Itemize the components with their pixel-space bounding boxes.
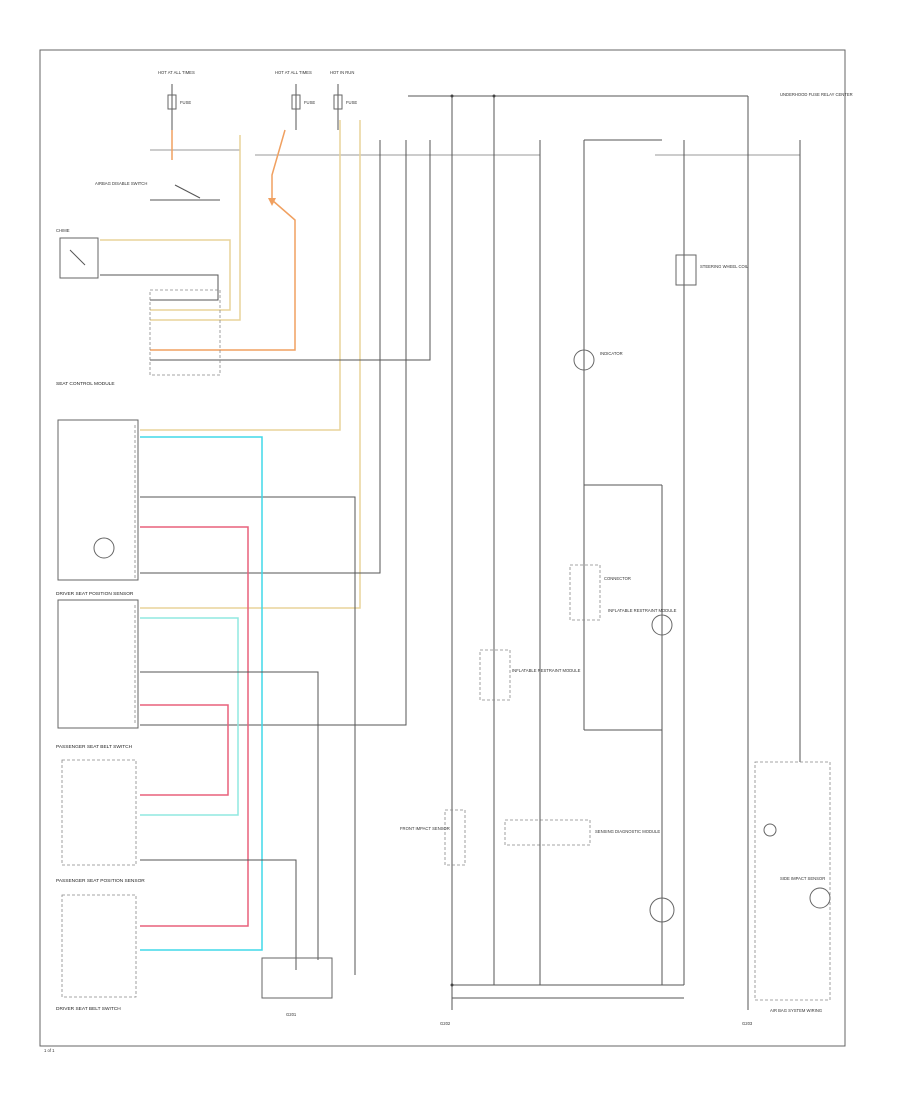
top-bus (408, 94, 749, 140)
tan-wire-2 (150, 135, 241, 321)
front-sensor: FRONT IMPACT SENSOR (400, 809, 466, 866)
tan-wire-4 (140, 120, 361, 609)
svg-text:FUSE: FUSE (346, 100, 357, 105)
hot-label-3: HOT IN RUN (330, 70, 354, 75)
fuse-3: FUSE (333, 84, 357, 130)
connector-block: CONNECTOR (569, 564, 631, 621)
corner-label: 1 of 1 (44, 1048, 55, 1053)
driver-seat-sensor: DRIVER SEAT POSITION SENSOR (56, 591, 139, 729)
svg-text:PASSENGER SEAT POSITION SENSOR: PASSENGER SEAT POSITION SENSOR (56, 878, 145, 884)
svg-text:G203: G203 (742, 1021, 753, 1026)
fuse-block-label: UNDERHOOD FUSE RELAY CENTER (780, 92, 853, 97)
svg-text:AIR BAG SYSTEM WIRING: AIR BAG SYSTEM WIRING (770, 1008, 822, 1013)
gray-wire-7 (140, 859, 297, 970)
gray-wire-6 (140, 671, 319, 960)
svg-text:INDICATOR: INDICATOR (600, 351, 623, 356)
svg-text:SENSING DIAGNOSTIC MODULE: SENSING DIAGNOSTIC MODULE (595, 829, 660, 834)
side-sensor: SIDE IMPACT SENSOR (747, 660, 831, 1001)
svg-text:CHIME: CHIME (56, 228, 70, 233)
sensing-module-box (649, 897, 675, 923)
svg-text:CONNECTOR: CONNECTOR (604, 576, 631, 581)
gray-wire-4 (150, 140, 431, 361)
passenger-belt-switch: PASSENGER SEAT BELT SWITCH (56, 744, 137, 866)
orange-wire-main (150, 199, 296, 351)
inflator-2: INFLATABLE RESTRAINT MODULE (608, 608, 677, 636)
svg-text:SIDE IMPACT SENSOR: SIDE IMPACT SENSOR (780, 876, 825, 881)
fuse-2: FUSE (291, 84, 315, 130)
svg-text:INFLATABLE RESTRAINT MODULE: INFLATABLE RESTRAINT MODULE (512, 668, 581, 673)
svg-text:INFLATABLE RESTRAINT MODULE: INFLATABLE RESTRAINT MODULE (608, 608, 677, 613)
indicator-lamp: INDICATOR (573, 349, 623, 371)
hot-label-1: HOT AT ALL TIMES (158, 70, 195, 75)
svg-text:PASSENGER SEAT BELT SWITCH: PASSENGER SEAT BELT SWITCH (56, 744, 133, 750)
cyan-wire-1 (140, 436, 263, 951)
fuse-arrow (268, 198, 276, 206)
svg-text:AIRBAG DISABLE SWITCH: AIRBAG DISABLE SWITCH (95, 181, 147, 186)
airbag-switch: AIRBAG DISABLE SWITCH (95, 181, 220, 201)
gray-wire-chime (100, 274, 219, 301)
gray-wire-2 (140, 140, 381, 574)
cyan-wire-2 (140, 617, 239, 816)
svg-text:G201: G201 (286, 1012, 297, 1017)
svg-text:DRIVER SEAT BELT SWITCH: DRIVER SEAT BELT SWITCH (56, 1006, 121, 1012)
hot-label-2: HOT AT ALL TIMES (275, 70, 312, 75)
bottom-bus: G202 G203 AIR BAG SYSTEM WIRING (440, 983, 822, 1026)
pink-wire-2 (140, 704, 229, 796)
gray-wire-5 (140, 496, 356, 975)
svg-text:SEAT CONTROL MODULE: SEAT CONTROL MODULE (56, 381, 115, 387)
svg-text:FUSE: FUSE (304, 100, 315, 105)
top-connector-row (150, 149, 800, 156)
svg-text:STEERING WHEEL COIL: STEERING WHEEL COIL (700, 264, 749, 269)
seat-control-module: SEAT CONTROL MODULE (56, 381, 139, 581)
tan-wire-1 (100, 239, 231, 311)
gray-wire-3 (140, 140, 407, 726)
connector-pins-1 (149, 289, 221, 376)
ground-1: G201 (261, 957, 333, 1017)
inflator-1: INFLATABLE RESTRAINT MODULE (479, 649, 581, 701)
passenger-seat-sensor: PASSENGER SEAT POSITION SENSOR DRIVER SE… (56, 878, 145, 1012)
svg-text:G202: G202 (440, 1021, 451, 1026)
steering-coil: STEERING WHEEL COIL (675, 254, 749, 286)
svg-text:DRIVER SEAT POSITION SENSOR: DRIVER SEAT POSITION SENSOR (56, 591, 134, 597)
tan-wire-3 (140, 120, 341, 431)
sensing-module-connector: SENSING DIAGNOSTIC MODULE (504, 819, 660, 846)
center-verticals (451, 139, 801, 985)
pink-wire-1 (140, 526, 249, 927)
svg-text:FUSE: FUSE (180, 100, 191, 105)
svg-text:FRONT IMPACT SENSOR: FRONT IMPACT SENSOR (400, 826, 450, 831)
fuse-1: FUSE (167, 84, 191, 130)
chime: CHIME (56, 228, 99, 279)
orange-wire-top (171, 129, 286, 200)
diagram-frame (39, 49, 846, 1047)
